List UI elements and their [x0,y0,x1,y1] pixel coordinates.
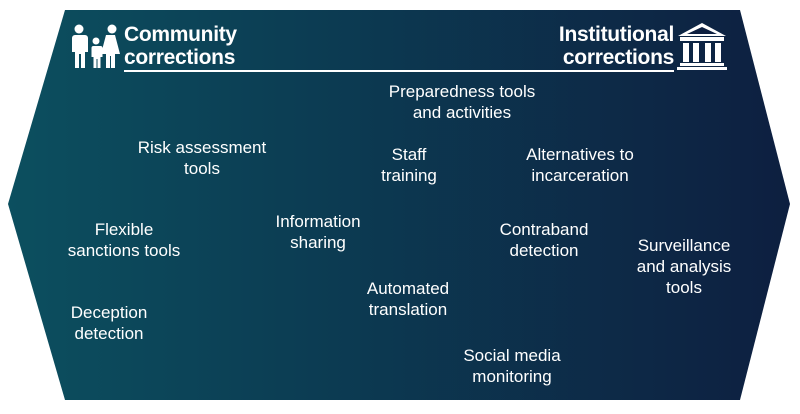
tool-contraband: Contraband detection [499,220,589,260]
family-icon [72,24,120,68]
tool-deception: Deception detection [70,303,148,343]
tool-preparedness: Preparedness tools and activities [388,82,536,122]
tool-automated-translation: Automated translation [366,279,450,319]
courthouse-icon [677,23,727,70]
tool-surveillance: Surveillance and analysis tools [636,236,732,297]
tool-alternatives: Alternatives to incarceration [526,145,634,185]
tool-social-media: Social media monitoring [463,346,561,386]
tool-flexible-sanctions: Flexible sanctions tools [67,220,181,260]
tool-information-sharing: Information sharing [275,212,361,252]
tool-risk-assessment: Risk assessment tools [137,138,267,178]
institutional-corrections-title: Institutional corrections [558,23,674,69]
community-corrections-title: Community corrections [124,23,237,69]
tool-staff-training: Staff training [381,145,437,185]
header-divider [124,70,674,72]
